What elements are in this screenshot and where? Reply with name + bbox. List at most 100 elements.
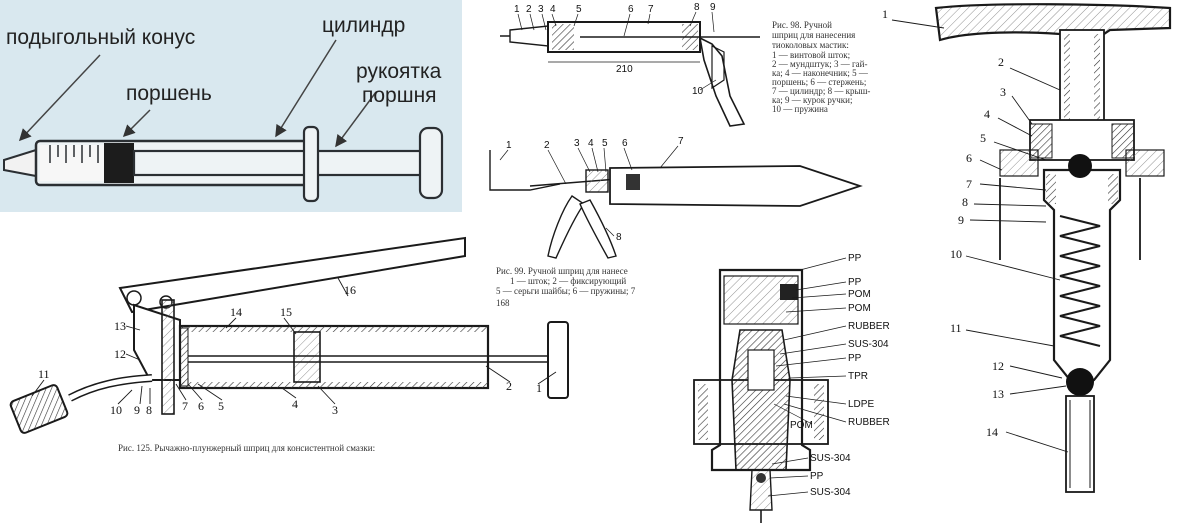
lever-num-15: 15 xyxy=(280,305,292,319)
lever-num-9: 9 xyxy=(134,403,140,417)
dispenser-neck-right xyxy=(1125,149,1165,177)
grease-coupler xyxy=(9,384,69,434)
lever-num-4: 4 xyxy=(292,397,298,411)
cylinder-leader xyxy=(275,39,337,138)
cylinder-wall-top xyxy=(180,326,488,332)
disp-num-5: 5 xyxy=(980,131,986,145)
pump-material-leaders xyxy=(767,257,847,497)
lever-gun-leaders xyxy=(31,277,557,405)
lever-num-7: 7 xyxy=(182,399,188,413)
mastic-gun-panel xyxy=(500,11,760,127)
material-12: PP xyxy=(810,471,824,482)
caulk-num-5: 5 xyxy=(602,138,608,149)
finger-flange xyxy=(302,125,320,203)
syringe-panel: подыгольный конус поршень цилиндр рукоят… xyxy=(0,0,462,212)
caulk-num-8: 8 xyxy=(616,232,622,243)
dispenser-spring xyxy=(1059,215,1101,347)
material-10: POM xyxy=(790,420,813,431)
plunger-rod xyxy=(132,149,426,177)
thumb-rest xyxy=(418,126,444,200)
pump-body xyxy=(731,329,791,471)
lever-gun-caption: Рис. 125. Рычажно-плунжерный шприц для к… xyxy=(118,443,375,453)
caulk-num-7: 7 xyxy=(678,136,684,147)
caulk-plunger xyxy=(626,174,640,190)
mastic-front-plug xyxy=(552,24,574,50)
caulk-num-3: 3 xyxy=(574,138,580,149)
caulk-spring xyxy=(585,169,609,193)
t-handle xyxy=(547,321,569,399)
mastic-dim-label: 210 xyxy=(616,64,633,75)
pump-piston-chamber xyxy=(747,349,775,391)
disp-num-3: 3 xyxy=(1000,85,1006,99)
graduation-marks xyxy=(49,145,99,163)
lever-num-11: 11 xyxy=(38,367,50,381)
dispenser-stem-wall-right xyxy=(1094,34,1100,130)
caulk-num-4: 4 xyxy=(588,138,594,149)
dispenser-cyl-wall-left xyxy=(1046,174,1056,204)
pump-ball xyxy=(756,473,766,483)
lever-gun-panel xyxy=(9,236,569,434)
label-cone: подыгольный конус xyxy=(6,26,195,49)
label-piston: поршень xyxy=(126,82,212,105)
disp-num-1: 1 xyxy=(882,7,888,21)
mastic-cap-1: шприц для нанесения xyxy=(772,30,855,40)
disp-num-8: 8 xyxy=(962,195,968,209)
lever-num-14: 14 xyxy=(230,305,242,319)
material-4: RUBBER xyxy=(848,321,890,332)
handle-leader xyxy=(335,91,377,148)
caulk-num-2: 2 xyxy=(544,140,550,151)
mastic-num-5: 5 xyxy=(576,4,582,15)
disp-num-11: 11 xyxy=(950,321,962,335)
lever-num-16: 16 xyxy=(344,283,356,297)
lever-num-12: 12 xyxy=(114,347,126,361)
dispenser-stem-wall-left xyxy=(1064,34,1070,130)
mastic-cap-2: тиоколовых мастик: xyxy=(772,40,849,50)
material-8: LDPE xyxy=(848,399,874,410)
disp-num-12: 12 xyxy=(992,359,1004,373)
dispenser-upper-ball xyxy=(1068,154,1092,178)
material-3: POM xyxy=(848,303,871,314)
material-1: PP xyxy=(848,277,862,288)
lever-num-3: 3 xyxy=(332,403,338,417)
lever-num-10: 10 xyxy=(110,403,122,417)
disp-num-4: 4 xyxy=(984,107,990,121)
lever-arm xyxy=(118,236,466,314)
caulk-leaders xyxy=(499,145,679,237)
mastic-num-9: 9 xyxy=(710,2,716,13)
dispenser-lower-ball xyxy=(1066,368,1094,396)
dispenser-pump-panel xyxy=(891,3,1172,493)
grease-cylinder xyxy=(178,324,490,390)
material-2: POM xyxy=(848,289,871,300)
caulk-trigger xyxy=(579,199,617,259)
disp-num-13: 13 xyxy=(992,387,1004,401)
disp-num-7: 7 xyxy=(966,177,972,191)
mastic-cap-4: 2 — мундштук; 3 — гай- xyxy=(772,59,867,69)
mastic-num-1: 1 xyxy=(514,4,520,15)
lever-num-1: 1 xyxy=(536,381,542,395)
dispenser-dip-tube xyxy=(1065,395,1095,493)
material-7: TPR xyxy=(848,371,868,382)
lever-num-6: 6 xyxy=(198,399,204,413)
mastic-num-3: 3 xyxy=(538,4,544,15)
caulk-caption: Рис. 99. Ручной шприц для нанесе 1 — што… xyxy=(496,266,636,308)
mastic-cap-8: ка; 9 — курок ручки; xyxy=(772,95,852,105)
dispenser-leaders xyxy=(891,19,1069,453)
piston-rubber xyxy=(104,143,134,183)
dispenser-numbers: 1 2 3 4 5 6 7 8 9 10 11 12 13 14 xyxy=(882,7,1006,439)
pump-closure-wall-right xyxy=(814,384,824,440)
cylinder-head-plug xyxy=(179,327,189,387)
mastic-leaders xyxy=(517,11,717,91)
mastic-cap-6: поршень; 6 — стержень; xyxy=(772,77,866,87)
mastic-num-8: 8 xyxy=(694,2,700,13)
mastic-nozzle xyxy=(509,25,549,47)
caulk-grip xyxy=(547,195,585,259)
mastic-cap-9: 10 — пружина xyxy=(772,104,828,114)
material-11: SUS-304 xyxy=(810,453,851,464)
lever-num-2: 2 xyxy=(506,379,512,393)
dispenser-cyl-wall-right xyxy=(1108,174,1118,204)
disp-num-10: 10 xyxy=(950,247,962,261)
material-0: PP xyxy=(848,253,862,264)
mastic-num-4: 4 xyxy=(550,4,556,15)
pump-nozzle-insert xyxy=(780,284,798,300)
